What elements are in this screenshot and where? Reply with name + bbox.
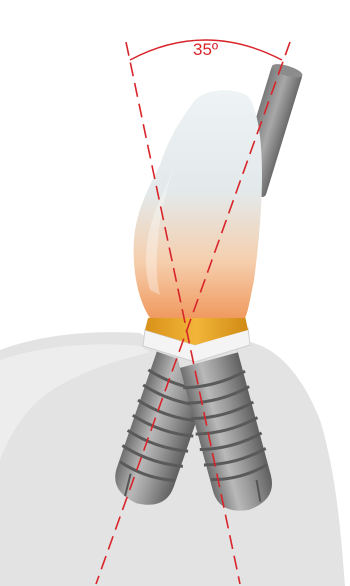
angle-label: 35º [193, 40, 218, 59]
